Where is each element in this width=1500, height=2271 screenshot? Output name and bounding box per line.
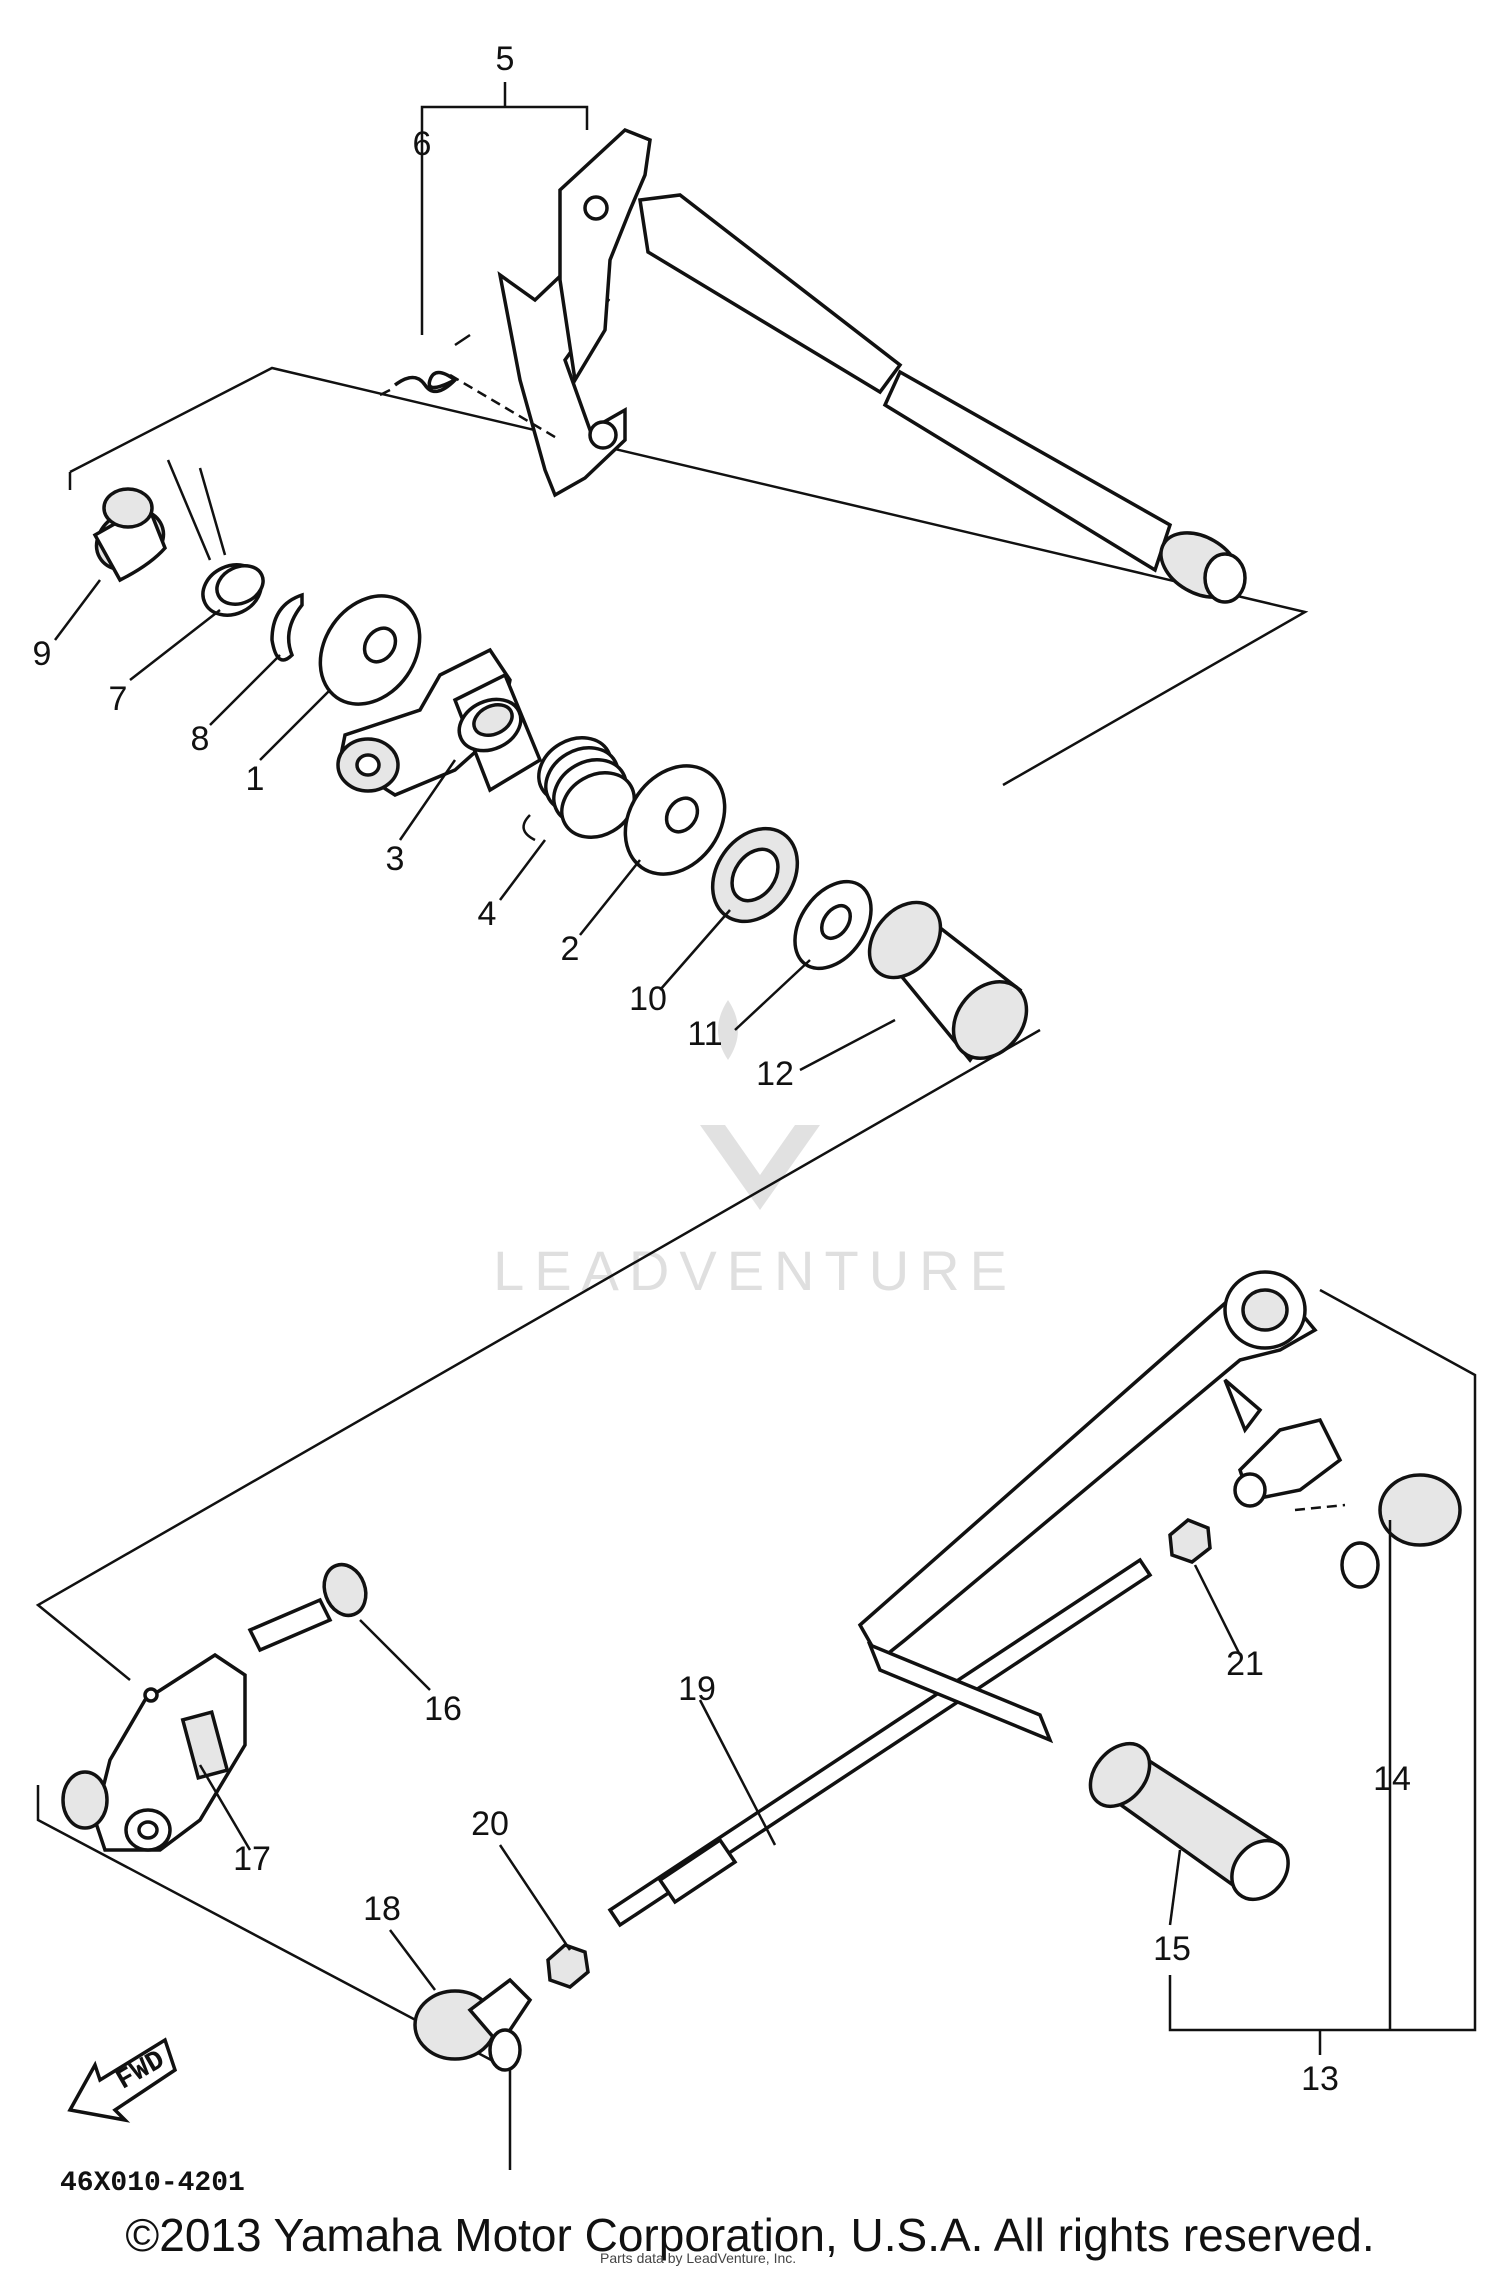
ball-joint-part-18 — [413, 1977, 533, 2072]
label-part-2: 2 — [561, 930, 580, 968]
label-part-16: 16 — [424, 1690, 462, 1728]
label-part-14: 14 — [1373, 1760, 1411, 1798]
label-part-6: 6 — [413, 125, 432, 163]
label-part-11: 11 — [687, 1015, 722, 1053]
label-part-19: 19 — [678, 1670, 716, 1708]
shift-shaft-part-5 — [497, 127, 1247, 604]
bolt-part-16 — [247, 1562, 368, 1653]
copyright-notice: ©2013 Yamaha Motor Corporation, U.S.A. A… — [125, 2209, 1375, 2261]
prepared-by-note: Parts data by LeadVenture, Inc. — [600, 2250, 797, 2266]
label-part-5: 5 — [496, 40, 515, 78]
forward-direction-arrow: FWD — [67, 2037, 178, 2123]
pedal-rubber-part-15 — [1088, 1741, 1290, 1902]
washer-part-11 — [793, 879, 873, 971]
label-part-15: 15 — [1153, 1930, 1191, 1968]
label-part-7: 7 — [109, 680, 128, 718]
label-part-4: 4 — [478, 895, 497, 933]
circlip-part-8 — [270, 592, 304, 662]
diagram-code: 46X010-4201 — [60, 2168, 245, 2199]
shift-lever-part-3 — [336, 647, 543, 797]
label-part-1: 1 — [246, 760, 265, 798]
label-part-21: 21 — [1226, 1645, 1264, 1683]
spring-part-6 — [379, 333, 471, 397]
coil-spring-part-4 — [522, 736, 636, 842]
watermark-logo: LEADVENTURE — [493, 1000, 1017, 1302]
label-part-8: 8 — [191, 720, 210, 758]
collar-part-9 — [92, 487, 168, 583]
nut-part-21 — [1168, 1517, 1212, 1564]
washer-part-1 — [318, 594, 422, 706]
shift-arm-part-17 — [61, 1652, 247, 1852]
oil-seal-part-10 — [710, 826, 800, 924]
nut-part-20 — [546, 1943, 590, 1989]
washer-part-2 — [623, 764, 727, 876]
label-part-18: 18 — [363, 1890, 401, 1928]
label-part-10: 10 — [629, 980, 667, 1018]
label-part-20: 20 — [471, 1805, 509, 1843]
shift-rod-part-19 — [607, 1557, 1153, 1928]
label-part-17: 17 — [233, 1840, 271, 1878]
ball-joint-part-14 — [1233, 1417, 1462, 1589]
torsion-spring-part-7 — [166, 459, 265, 617]
label-part-12: 12 — [756, 1055, 794, 1093]
collar-part-12 — [867, 900, 1029, 1063]
label-part-9: 9 — [33, 635, 52, 673]
shift-pedal-part-13 — [857, 1270, 1318, 1744]
part-labels: 5 6 9 7 8 1 3 4 2 10 11 12 16 19 21 14 1… — [33, 40, 1411, 2098]
label-part-13: 13 — [1301, 2060, 1339, 2098]
label-part-3: 3 — [386, 840, 405, 878]
watermark-text: LEADVENTURE — [493, 1239, 1017, 1302]
